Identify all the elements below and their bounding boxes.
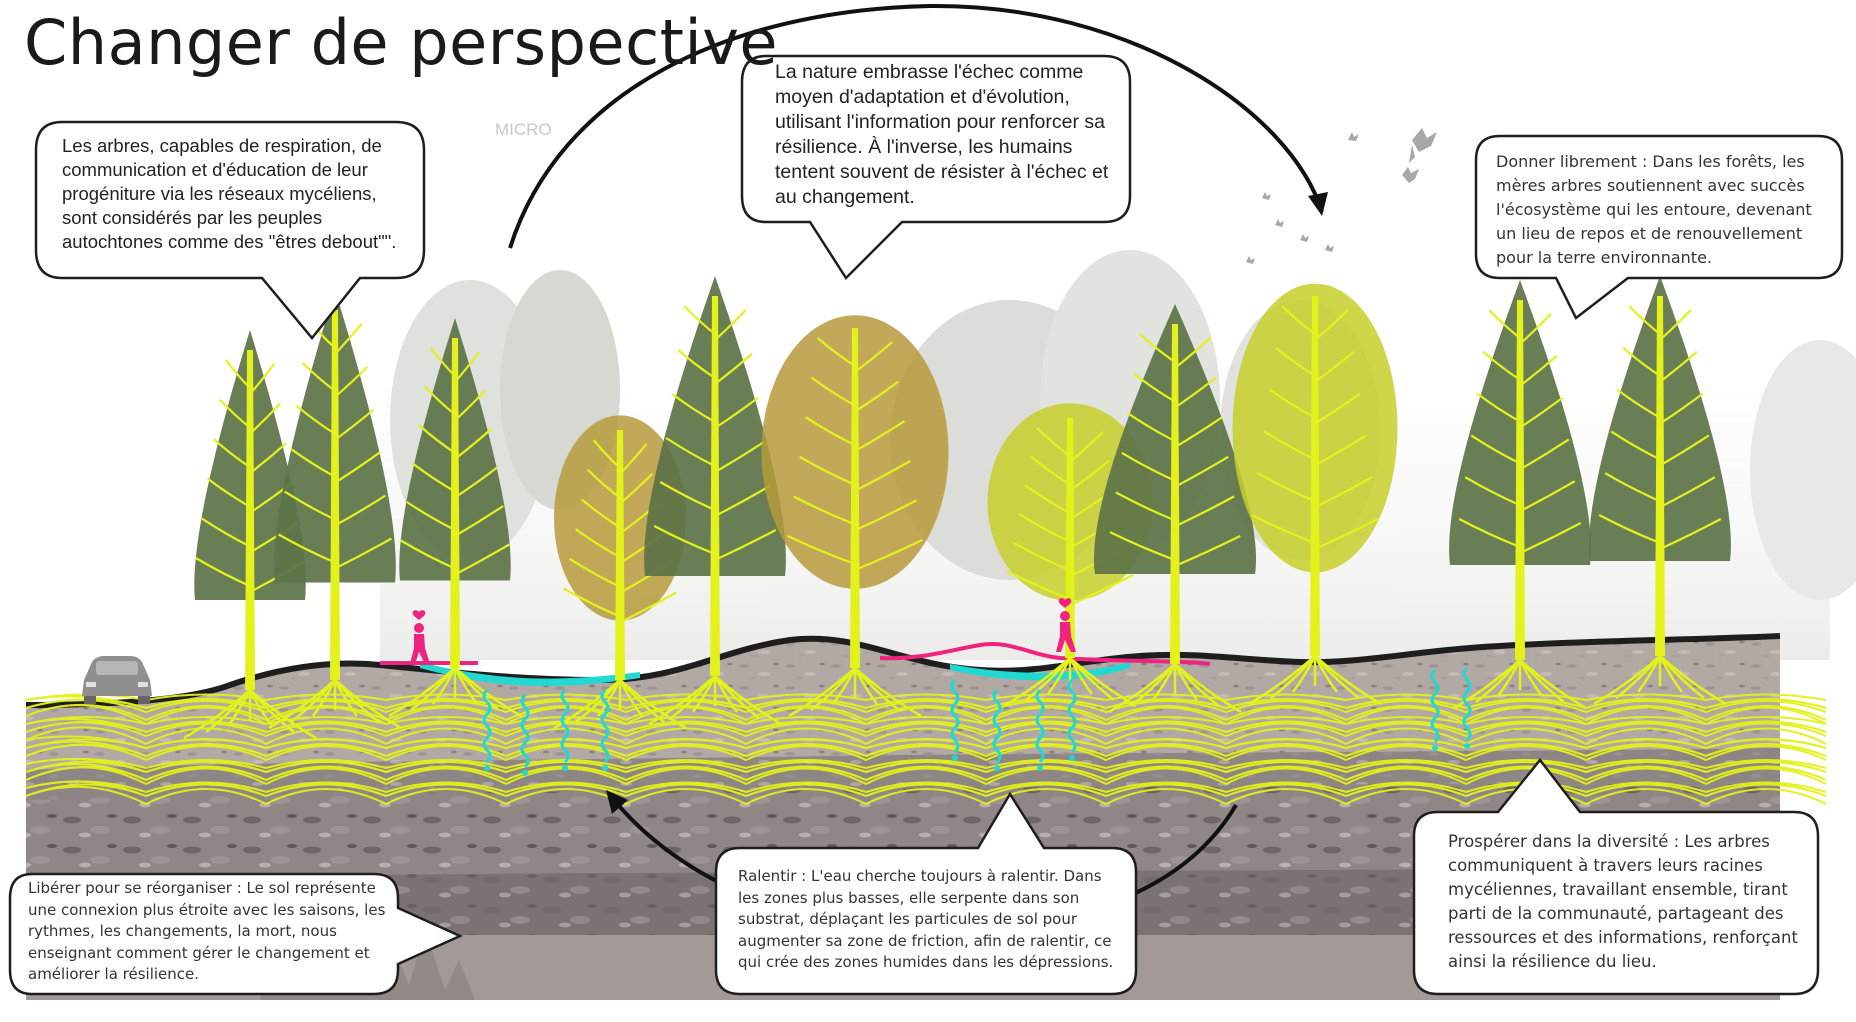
mycelium-strand <box>25 726 1827 746</box>
deciduous-tree <box>761 315 949 718</box>
water-drop-trail <box>482 688 492 764</box>
callout-bubble-give <box>1474 134 1844 320</box>
mycelium-strand <box>25 704 1827 722</box>
mycelium-strand <box>25 744 1827 762</box>
deciduous-tree <box>1232 283 1398 706</box>
mycelium-strand <box>25 716 1827 726</box>
callout-bubble-thrive <box>1412 757 1820 996</box>
callout-bubble-nature <box>740 54 1132 280</box>
callout-release-text: Libérer pour se réorganiser : Le sol rep… <box>28 879 386 983</box>
mycelium-strand <box>25 766 1827 782</box>
mycelium-strand <box>25 721 1827 738</box>
person-heart-icon <box>1056 598 1076 652</box>
water-drop-trail <box>1067 678 1077 754</box>
callout-nature-text: La nature embrasse l'échec comme moyen d… <box>775 61 1109 208</box>
mycelium-strand <box>25 693 1827 702</box>
mycelium-strand <box>25 757 1827 770</box>
conifer-tree <box>1449 280 1591 710</box>
callout-give-text: Donner librement : Dans les forêts, les … <box>1496 152 1812 267</box>
mycelium-strand <box>25 738 1827 750</box>
mycelium-strand <box>25 721 1827 734</box>
mycelium-strand <box>25 698 1827 710</box>
callout-bubble-release <box>8 872 464 996</box>
mycelium-strand <box>25 743 1827 758</box>
water-infiltration <box>482 666 1472 776</box>
conifer-tree <box>268 290 402 730</box>
water-drop-trail <box>950 678 960 754</box>
conifer-tree <box>1093 304 1257 714</box>
mycelium-strand <box>25 766 1827 786</box>
cycle-arrow-icon <box>1308 192 1328 216</box>
scale-label: MICRO <box>495 120 552 139</box>
ground-surface-line <box>25 633 1781 708</box>
mycelium-strand <box>25 704 1827 726</box>
water-drop-trail <box>1035 688 1045 764</box>
mycelium-strand <box>25 761 1827 774</box>
water-drop-trail <box>1462 666 1472 742</box>
path-right <box>879 642 1211 666</box>
page-title: Changer de perspective <box>24 6 779 79</box>
callout-bubble-slow <box>714 791 1138 996</box>
cycle-arrow-icon <box>606 790 628 814</box>
water-pool-left <box>420 662 640 687</box>
conifer-tree <box>644 276 786 726</box>
mycelium-network <box>25 693 1827 806</box>
water-drop-trail <box>520 693 530 769</box>
water-drop-trail <box>600 688 610 764</box>
callout-thrive-text: Prospérer dans la diversité : Les arbres… <box>1448 832 1798 971</box>
water-drop-trail <box>992 688 1002 764</box>
car-icon <box>82 656 152 704</box>
water-drop-trail <box>560 688 570 764</box>
mycelium-strand <box>25 698 1827 714</box>
callout-bubble-trees <box>34 120 426 340</box>
person-heart-icon <box>410 610 430 664</box>
callout-trees-text: Les arbres, capables de respiration, de … <box>62 135 397 252</box>
bird-icon <box>1246 128 1437 264</box>
cycle-arrow-top <box>508 3 1324 249</box>
water-drop-trail <box>1430 668 1440 744</box>
callout-slow-text: Ralentir : L'eau cherche toujours à rale… <box>738 867 1114 971</box>
trees-group <box>183 276 1731 740</box>
